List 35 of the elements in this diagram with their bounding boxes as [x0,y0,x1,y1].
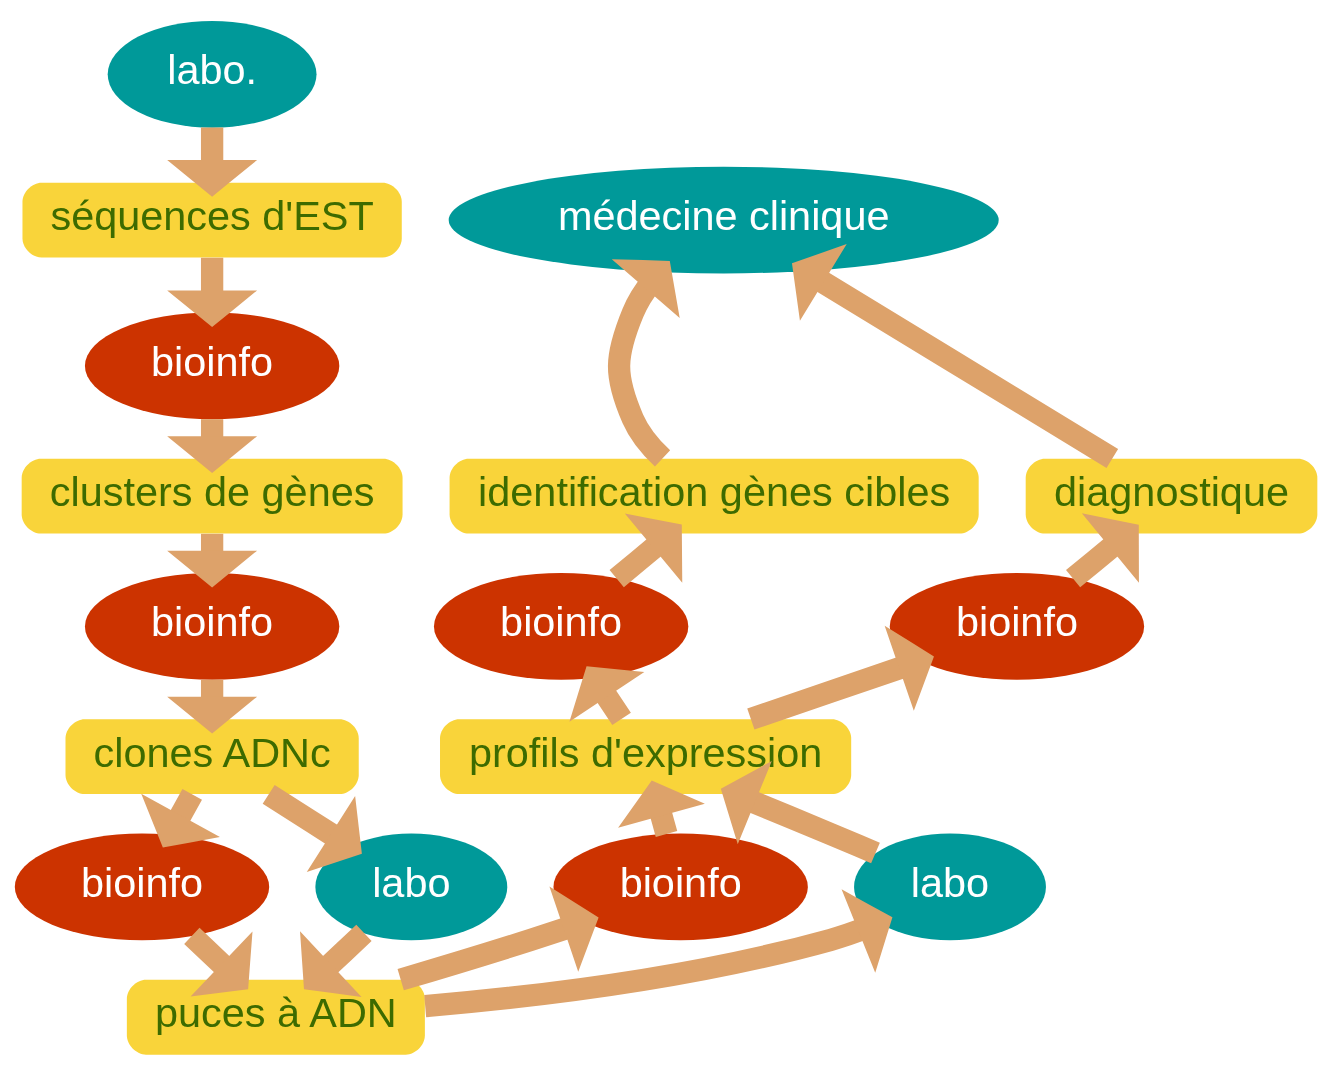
node-ellipse: bioinfo [84,572,340,680]
arrow [262,784,362,872]
node-box: diagnostique [1025,458,1318,534]
node-box: clusters de gènes [21,458,403,534]
node-ellipse: labo [315,833,508,940]
arrow [609,513,683,587]
arrow [618,779,705,837]
node-box: identification gènes cibles [449,458,979,534]
arrow [167,679,258,733]
node-ellipse: labo [854,833,1046,940]
arrow [167,533,258,587]
node-box: séquences d'EST [22,182,402,258]
arrow [167,418,258,473]
node-ellipse: bioinfo [14,833,270,940]
arrow [167,257,258,327]
node-ellipse: bioinfo [889,572,1145,680]
node-ellipse: labo. [107,20,317,128]
arrow [1066,512,1139,587]
arrow [747,625,934,730]
arrow [184,927,253,997]
arrow [397,885,599,990]
node-box: clones ADNc [65,718,359,794]
arrow [791,243,1119,468]
arrow [424,888,893,1017]
node-box: puces à ADN [126,979,425,1055]
arrow [141,788,220,848]
node-ellipse: bioinfo [553,833,808,940]
arrow [720,760,880,863]
node-ellipse: bioinfo [433,572,689,680]
node-ellipse: bioinfo [84,312,340,419]
arrow [167,126,258,197]
arrow [569,665,645,725]
arrow [300,924,372,997]
node-ellipse: médecine clinique [448,166,999,273]
node-box: profils d'expression [440,718,852,794]
